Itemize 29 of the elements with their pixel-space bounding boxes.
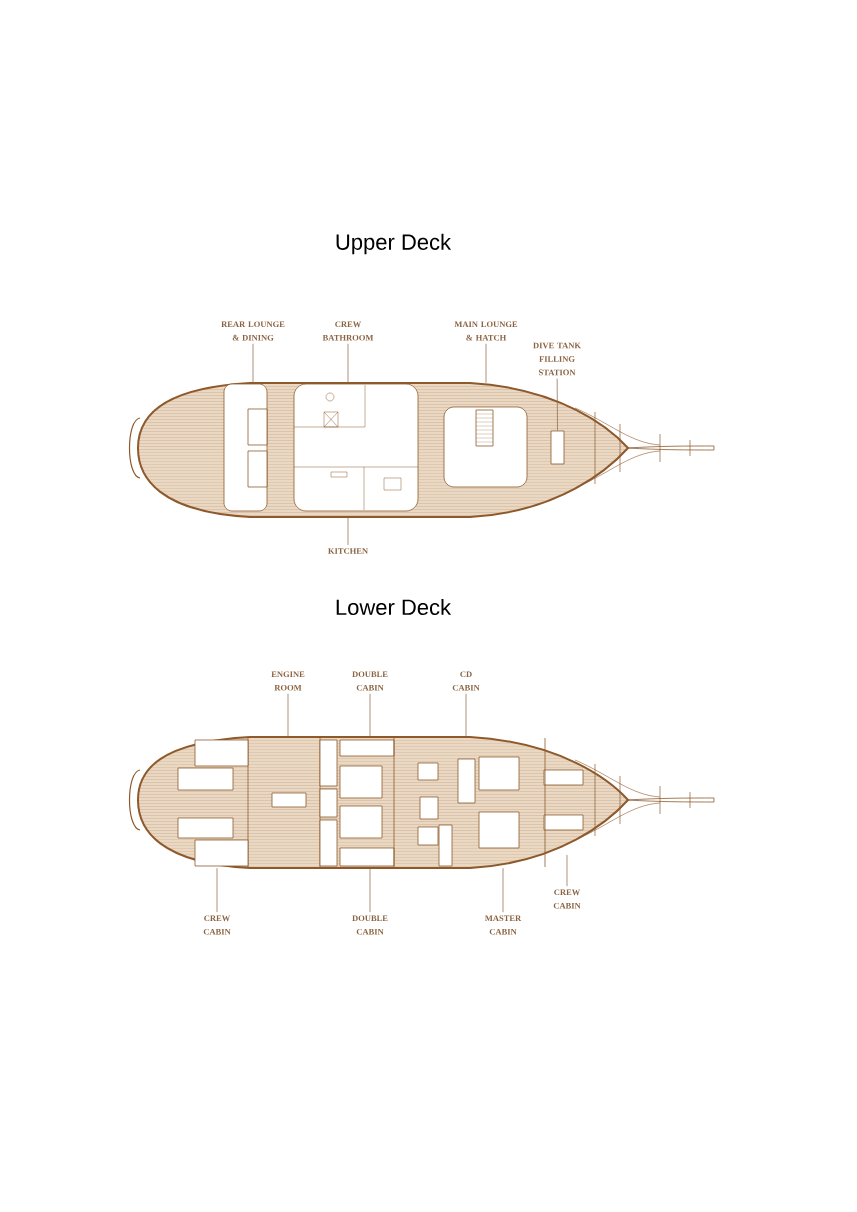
room-label: DIVE TANK FILLING STATION	[533, 342, 581, 376]
room-label: CREW CABIN	[553, 889, 581, 909]
leader-line	[287, 693, 289, 738]
room-label: MAIN LOUNGE & HATCH	[454, 321, 518, 341]
room-label: CREW CABIN	[203, 915, 231, 935]
lower-deck-drawing	[128, 736, 715, 869]
leader-line	[502, 867, 504, 913]
station-box	[550, 430, 565, 465]
room-label: MASTER CABIN	[484, 915, 522, 935]
room-label: DOUBLE CABIN	[352, 671, 388, 691]
deck-title: Upper Deck	[336, 233, 452, 255]
leader-line	[556, 378, 558, 431]
leader-line	[216, 867, 218, 913]
room-label: KITCHEN	[328, 548, 368, 554]
leader-line	[485, 343, 487, 384]
room-label: REAR LOUNGE & DINING	[221, 321, 285, 341]
leader-line	[369, 867, 371, 913]
leader-line	[465, 693, 467, 738]
room-label: DOUBLE CABIN	[352, 915, 388, 935]
room-label: CD CABIN	[452, 671, 480, 691]
room-label: ENGINE ROOM	[271, 671, 305, 691]
upper-deck-drawing	[128, 382, 715, 518]
deck-title: Lower Deck	[336, 598, 452, 616]
leader-line	[566, 854, 568, 887]
leader-line	[347, 343, 349, 384]
leader-line	[252, 343, 254, 384]
leader-line	[369, 693, 371, 738]
room-label: CREW BATHROOM	[322, 321, 374, 341]
leader-line	[347, 516, 349, 546]
